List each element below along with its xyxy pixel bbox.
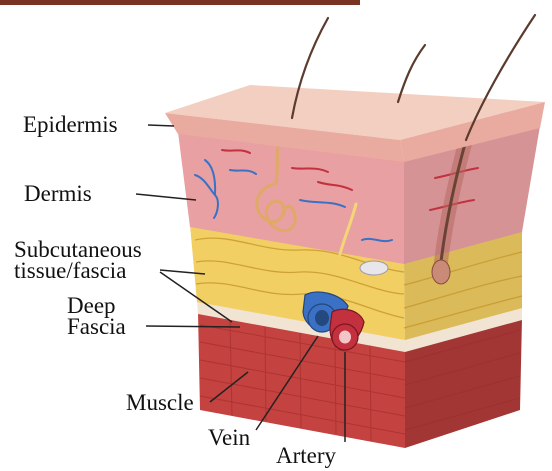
subcutaneous-label-line2: tissue/fascia [14, 259, 126, 283]
epidermis-label: Epidermis [23, 113, 118, 137]
epidermis-leader-line [148, 125, 174, 126]
vein-label: Vein [208, 426, 250, 450]
deep-fascia-leader-line [146, 326, 240, 327]
lymph-node [360, 261, 388, 275]
artery-label: Artery [276, 444, 336, 468]
deep-fascia-label-line2: Fascia [67, 315, 126, 339]
muscle-label: Muscle [126, 391, 194, 415]
hair-shaft-middle [398, 45, 425, 102]
dermis-label: Dermis [24, 182, 92, 206]
